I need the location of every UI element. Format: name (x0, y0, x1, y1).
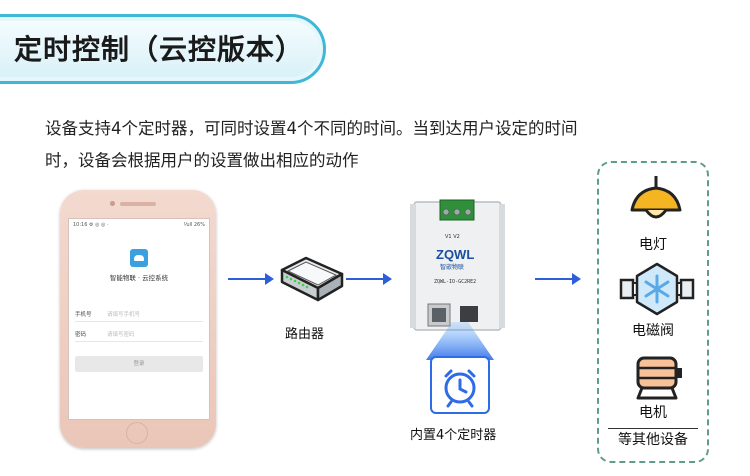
other-devices-label: 等其他设备 (608, 428, 698, 451)
device-label-lamp: 电灯 (639, 237, 667, 253)
password-field[interactable]: 密码 请填写密码 (75, 325, 203, 342)
arrow-controller-devices (535, 273, 581, 285)
login-button[interactable]: 登录 (75, 356, 203, 372)
description-text: 设备支持4个定时器，可同时设置4个不同的时间。当到达用户设定的时间时，设备会根据… (45, 119, 578, 170)
timer-beam (426, 322, 494, 360)
phone-screen: 10:16 ⚙ ◎ ◎ ·⅟ull 26% 智能物联 · 云控系统 手机号 请填… (68, 218, 210, 420)
timer-box (430, 356, 490, 414)
lamp-icon (630, 176, 682, 219)
router-label: 路由器 (285, 327, 325, 342)
controller-device: V1 V2 ZQWL 智嵌物联 ZQWL-IO-GC2RE2 (410, 199, 505, 331)
alarm-clock-icon (444, 369, 476, 408)
arrow-phone-router (228, 273, 274, 285)
device-label-valve: 电磁阀 (632, 323, 674, 339)
device-model: ZQWL-IO-GC2RE2 (434, 279, 476, 285)
terminal-labels: V1 V2 (445, 234, 460, 240)
page-title: 定时控制（云控版本） (14, 33, 305, 66)
device-brand-sub: 智嵌物联 (440, 263, 464, 271)
cloud-app-icon (130, 249, 148, 267)
phone-number-field[interactable]: 手机号 请填写手机号 (75, 305, 203, 322)
arrow-router-controller (346, 273, 392, 285)
home-button (126, 422, 148, 444)
timer-label: 内置4个定时器 (410, 428, 497, 443)
smartphone: 10:16 ⚙ ◎ ◎ ·⅟ull 26% 智能物联 · 云控系统 手机号 请填… (60, 190, 216, 448)
solenoid-valve-icon (619, 262, 695, 316)
app-name: 智能物联 · 云控系统 (109, 274, 169, 282)
status-bar: 10:16 ⚙ ◎ ◎ ·⅟ull 26% (73, 222, 205, 228)
title-banner (0, 14, 326, 84)
router-icon (280, 256, 344, 302)
device-brand: ZQWL (436, 247, 474, 262)
device-label-motor: 电机 (639, 405, 667, 421)
motor-icon (636, 356, 682, 400)
devices-panel (597, 161, 709, 463)
